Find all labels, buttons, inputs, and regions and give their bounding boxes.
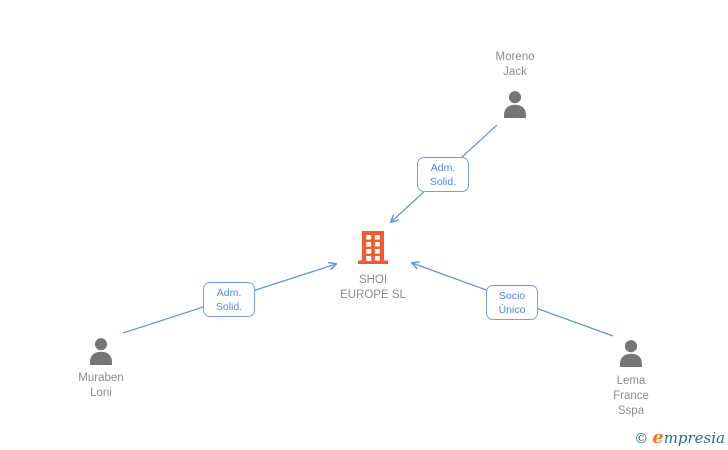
edge-label-line: Adm.: [216, 286, 242, 299]
brand-rest: mpresia: [663, 429, 725, 447]
edge-label-adm-solid-moreno[interactable]: Adm. Solid.: [417, 157, 469, 192]
person-icon: [504, 91, 526, 118]
company-label-shoi-europe[interactable]: SHOI EUROPE SL: [313, 273, 433, 303]
company-name-line: SHOI: [358, 274, 388, 286]
edge-label-line: Adm.: [430, 161, 456, 174]
edge-label-line: Único: [498, 303, 526, 316]
person-label-moreno-jack[interactable]: Moreno Jack: [455, 50, 575, 80]
person-name-line: Jack: [503, 66, 527, 78]
empresia-logo[interactable]: © empresia: [634, 427, 725, 448]
person-label-lema-france-sspa[interactable]: Lema France Sspa: [571, 374, 691, 419]
person-name-line: Loni: [90, 387, 112, 399]
person-icon: [90, 338, 112, 365]
brand-initial: e: [652, 427, 664, 448]
person-node-moreno-jack[interactable]: [501, 90, 529, 118]
edge-label-line: Socio: [498, 289, 526, 302]
company-name-line: EUROPE SL: [340, 289, 406, 301]
edge-label-line: Solid.: [215, 300, 243, 313]
person-name-line: Muraben: [78, 372, 124, 384]
person-label-muraben-loni[interactable]: Muraben Loni: [41, 371, 161, 401]
brand-wordmark: empresia: [652, 427, 725, 448]
person-node-lema-france-sspa[interactable]: [617, 339, 645, 367]
edge-label-socio-unico-lema[interactable]: Socio Único: [486, 285, 538, 320]
edge-label-line: Solid.: [429, 175, 457, 188]
company-node-shoi-europe[interactable]: [357, 229, 389, 270]
person-name-line: Lema: [616, 375, 646, 387]
person-name-line: France: [613, 390, 649, 402]
person-name-line: Moreno: [495, 51, 535, 63]
edge-label-adm-solid-muraben[interactable]: Adm. Solid.: [203, 282, 255, 317]
person-node-muraben-loni[interactable]: [87, 337, 115, 365]
copyright-symbol: ©: [634, 431, 649, 447]
building-icon: [358, 231, 388, 264]
person-name-line: Sspa: [617, 405, 645, 417]
person-icon: [620, 340, 642, 367]
